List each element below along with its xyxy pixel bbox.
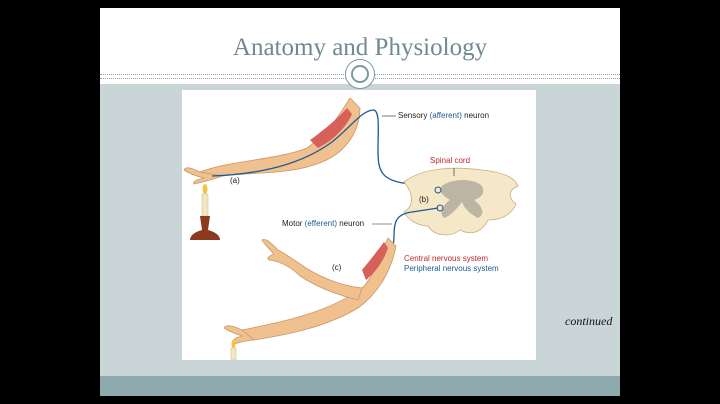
- slide-title: Anatomy and Physiology: [100, 34, 620, 62]
- flame-upper: [203, 184, 208, 194]
- motor-neuron-label: Motor (efferent) neuron: [282, 219, 364, 229]
- upper-arm: [200, 98, 360, 176]
- pns-legend: Peripheral nervous system: [404, 264, 499, 274]
- reflex-arc-figure: Sensory (afferent) neuron Spinal cord Mo…: [182, 90, 536, 360]
- motor-label-prefix: Motor: [282, 219, 305, 228]
- sensory-neuron-label: Sensory (afferent) neuron: [398, 111, 489, 121]
- cns-legend: Central nervous system: [404, 254, 488, 264]
- candle-upper: [202, 194, 208, 216]
- spinal-cord-label: Spinal cord: [430, 156, 470, 166]
- title-medallion-icon: [345, 59, 375, 89]
- motor-label-colored: (efferent): [305, 219, 337, 228]
- raised-hand: [262, 239, 362, 300]
- candle-lower: [231, 348, 236, 360]
- label-c: (c): [332, 263, 341, 273]
- flame-lower: [232, 340, 236, 348]
- sensory-label-colored: (afferent): [430, 111, 462, 120]
- sensory-label-prefix: Sensory: [398, 111, 430, 120]
- bottom-band: [100, 376, 620, 396]
- sensory-label-suffix: neuron: [462, 111, 489, 120]
- label-b: (b): [419, 195, 429, 205]
- lower-arm: [242, 238, 396, 340]
- continued-note: continued: [565, 314, 612, 329]
- label-a: (a): [230, 176, 240, 186]
- slide: Anatomy and Physiology: [100, 8, 620, 396]
- candlestick: [190, 216, 220, 240]
- motor-label-suffix: neuron: [337, 219, 364, 228]
